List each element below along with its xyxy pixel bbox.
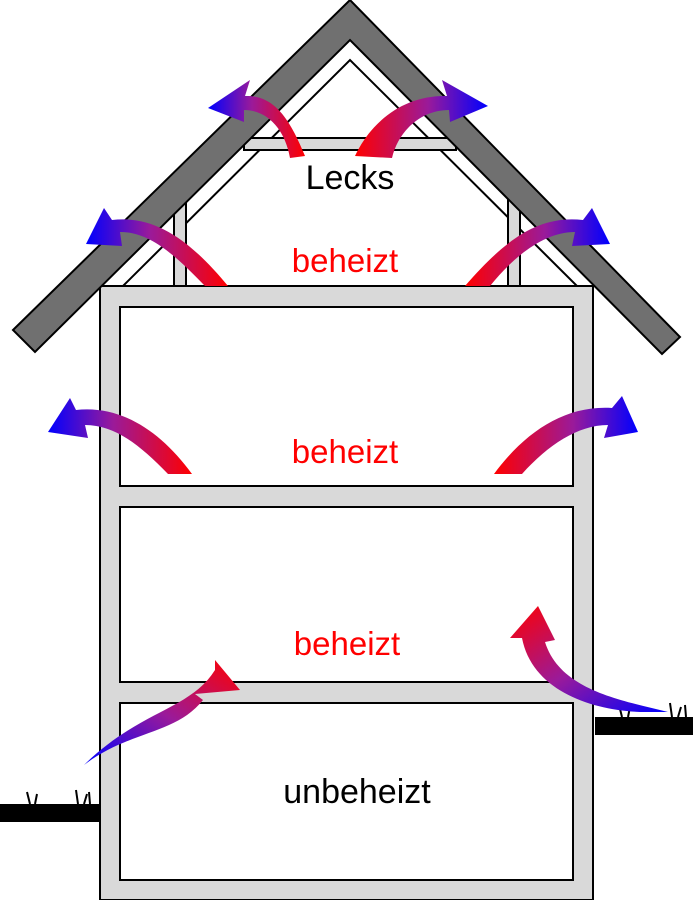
arrow-roof-top-left: [208, 80, 305, 158]
arrow-basement-up: [84, 660, 240, 765]
roof: [11, 0, 682, 356]
arrow-roof-top-right: [355, 80, 488, 158]
house-wall-frame: [99, 285, 594, 900]
arrow-attic-right: [465, 208, 610, 286]
arrow-attic-left: [86, 208, 228, 286]
leaks-label: Lecks: [306, 159, 395, 197]
ground-left: [0, 789, 100, 822]
attic-heated-label: beheizt: [292, 242, 398, 279]
arrow-outside-right-in: [510, 606, 668, 712]
ground-floor-heated-label: beheizt: [294, 625, 400, 662]
arrow-floor-left: [48, 398, 192, 474]
heat-leak-arrows: [48, 80, 668, 765]
arrow-floor-right: [494, 396, 638, 474]
ground-right: [595, 702, 693, 735]
upper-floor-heated-label: beheizt: [292, 433, 398, 470]
basement-unheated-label: unbeheizt: [283, 773, 431, 811]
